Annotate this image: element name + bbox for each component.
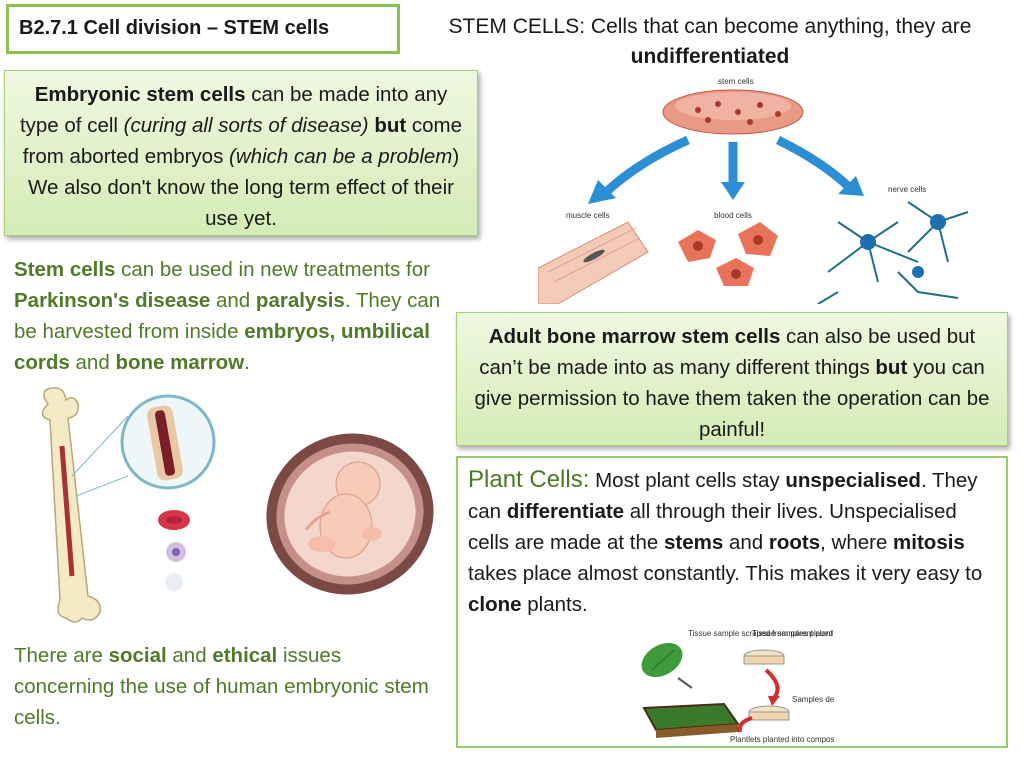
- definition-keyword: undifferentiated: [630, 45, 790, 68]
- plant-txt-2: . They can: [468, 469, 978, 523]
- stem-kw-marrow: bone marrow: [115, 351, 245, 374]
- ethics-kw-social: social: [108, 644, 167, 667]
- plant-txt-7: plants.: [521, 593, 588, 616]
- diagram-label-4: Plantlets planted into compost: [730, 735, 834, 744]
- embryonic-italic-cure: (curing all sorts of disease): [123, 114, 369, 137]
- femur-bone: [41, 387, 101, 623]
- arrow-to-muscle: [600, 135, 690, 198]
- plant-kw-roots: roots: [768, 531, 821, 554]
- marrow-cavity: [59, 445, 75, 577]
- plant-cloning-diagram: Tissue sample scraped from parent plant …: [641, 629, 834, 744]
- nerve-cells-label: nerve cells: [888, 185, 926, 194]
- plant-kw-unspecialised: unspecialised: [785, 469, 921, 492]
- ethics-kw-ethical: ethical: [212, 644, 278, 667]
- title-box: B2.7.1 Cell division – STEM cells: [6, 4, 400, 54]
- muscle-cells-label: muscle cells: [566, 211, 610, 220]
- stem-txt-5: .: [244, 351, 250, 374]
- adult-keyword: Adult bone marrow stem cells: [488, 325, 781, 348]
- stem-txt-1: can be used in new treatments for: [115, 258, 430, 281]
- plant-kw-mitosis: mitosis: [893, 531, 965, 554]
- blood-cells-illustration: [678, 222, 778, 286]
- process-arrow-1: [764, 668, 780, 700]
- embryo-illustration: [266, 433, 434, 595]
- plant-cells-text: Plant Cells: Most plant cells stay unspe…: [468, 464, 998, 620]
- process-arrow-2: [737, 716, 753, 733]
- adult-text: can also be used but can’t be made into …: [479, 325, 976, 379]
- embryonic-text-3: ) We also don't know the long term effec…: [28, 145, 460, 230]
- embryonic-stem-cells-box: Embryonic stem cells can be made into an…: [4, 70, 478, 236]
- muscle-cells-illustration: [538, 221, 649, 304]
- diagram-label-1: Tissue sample scraped from parent plant: [688, 629, 833, 638]
- embryonic-text: can be made into any type of cell: [19, 83, 448, 137]
- nerve-cell-body: [860, 234, 876, 250]
- plant-kw-stems: stems: [664, 531, 724, 554]
- stem-txt-4: and: [69, 351, 116, 374]
- ethics-txt-3: issues concerning the use of human embry…: [14, 644, 429, 729]
- plant-cells-box: Plant Cells: Most plant cells stay unspe…: [456, 456, 1008, 748]
- adult-but: but: [875, 356, 908, 379]
- plant-txt-4: and: [723, 531, 769, 554]
- bone-marrow-illustration: [41, 387, 216, 623]
- stem-cell-cluster: [662, 89, 804, 135]
- plant-txt-6: takes place almost constantly. This make…: [468, 562, 983, 585]
- stem-cell-differentiation-diagram: stem cells muscle cells blood cells nerv…: [538, 77, 969, 304]
- stem-cells-treatments-paragraph: Stem cells can be used in new treatments…: [14, 254, 462, 378]
- adult-text-2: you can give permission to have them tak…: [474, 356, 990, 441]
- adult-stem-cells-box: Adult bone marrow stem cells can also be…: [456, 312, 1008, 446]
- plant-txt-5: , where: [820, 531, 894, 554]
- diagram-label-2: Tissue samples placed in Agar growth med…: [752, 629, 834, 638]
- ethics-txt-1: There are: [14, 644, 109, 667]
- plant-heading: Plant Cells:: [468, 466, 590, 493]
- platelet-cell: [165, 573, 183, 591]
- nerve-cells-illustration: [817, 201, 969, 304]
- arrow-to-nerve: [776, 135, 854, 192]
- plant-txt-3: all through their lives. Unspecialised c…: [468, 500, 957, 554]
- stem-txt-3: . They can be harvested from inside: [14, 289, 441, 343]
- stem-kw-sources: embryos, umbilical cords: [14, 320, 430, 374]
- page-title: B2.7.1 Cell division – STEM cells: [19, 17, 330, 39]
- diagram-label-3: Samples develop into tiny plantlets: [792, 695, 834, 704]
- leaf-illustration: [641, 642, 683, 678]
- embryonic-italic-problem: (which can be a problem: [229, 145, 453, 168]
- plant-kw-differentiate: differentiate: [506, 500, 625, 523]
- stem-cells-label: stem cells: [718, 77, 754, 86]
- plant-txt-1: Most plant cells stay: [589, 469, 786, 492]
- definition-text: STEM CELLS: Cells that can become anythi…: [448, 15, 972, 38]
- stem-kw-1: Stem cells: [14, 258, 116, 281]
- stem-kw-paralysis: paralysis: [255, 289, 345, 312]
- embryonic-but: but: [368, 114, 407, 137]
- ethics-paragraph: There are social and ethical issues conc…: [14, 640, 446, 733]
- blood-cells-label: blood cells: [714, 211, 752, 220]
- ethics-txt-2: and: [166, 644, 213, 667]
- embryonic-text-2: come from aborted embryos: [22, 114, 463, 168]
- stem-kw-parkinsons: Parkinson's disease: [14, 289, 211, 312]
- embryonic-keyword: Embryonic stem cells: [34, 83, 246, 106]
- plant-kw-clone: clone: [468, 593, 522, 616]
- stem-cell-definition: STEM CELLS: Cells that can become anythi…: [410, 12, 1010, 72]
- scalpel-illustration: [677, 677, 693, 689]
- stem-txt-2: and: [210, 289, 256, 312]
